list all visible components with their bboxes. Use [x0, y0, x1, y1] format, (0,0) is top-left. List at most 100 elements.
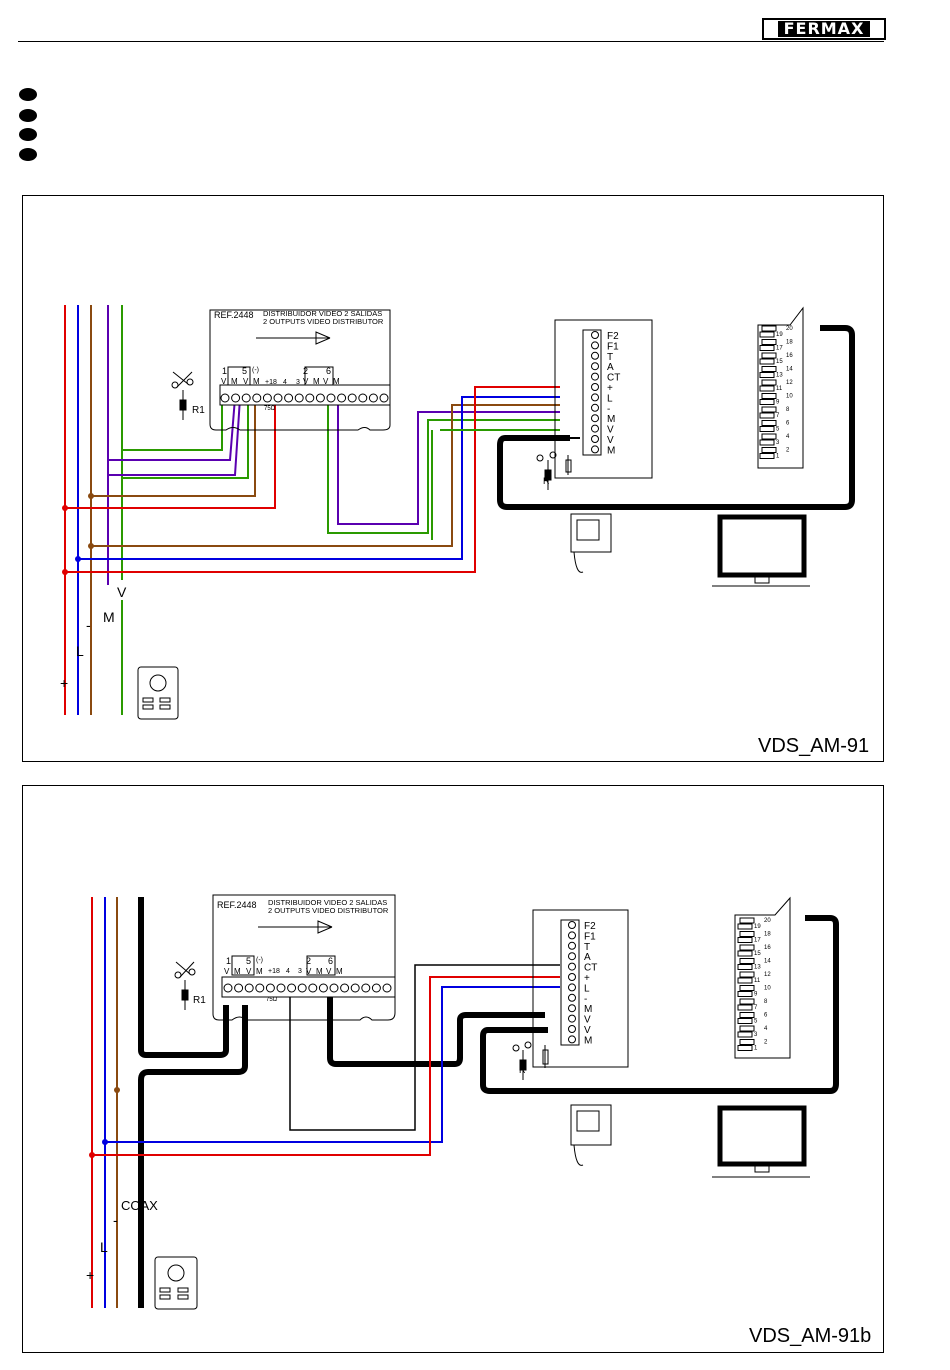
scart-pin	[739, 985, 755, 991]
monitor-terminal-label: +	[607, 383, 613, 394]
bullet-2	[19, 109, 37, 122]
riser-labels-1: V M - L +	[60, 584, 127, 691]
dist-2-title-es: DISTRIBUIDOR VIDEO 2 SALIDAS	[268, 898, 387, 907]
scart-pin-label: 12	[764, 972, 771, 978]
riser-label-l: L	[76, 643, 84, 659]
scart-pin-label: 7	[754, 1005, 758, 1011]
scart-pin-label: 15	[754, 951, 761, 957]
scart-pin	[737, 977, 753, 984]
scart-pin-label: 11	[776, 386, 783, 392]
dist-2-t3: 3	[298, 968, 302, 975]
distributor-1	[209, 309, 391, 431]
scart-pin-label: 18	[764, 932, 771, 938]
riser-label-plus: +	[60, 675, 68, 691]
dist-1-out6: 6	[326, 366, 331, 376]
terminal-label-m: M	[253, 377, 260, 386]
terminal-label-v: V	[303, 377, 309, 386]
monitor-terminal-screw	[591, 403, 599, 412]
scart-pin	[761, 379, 777, 386]
monitor-terminal-label: F1	[607, 341, 619, 352]
scart-pin	[759, 331, 775, 338]
terminal-screw	[368, 393, 378, 403]
scart-pin	[759, 345, 775, 351]
terminal-screw	[340, 983, 350, 993]
riser-label-m: M	[103, 609, 115, 625]
terminal-screw	[265, 983, 275, 993]
diagram-panel-2	[22, 785, 884, 1353]
scart-pin	[739, 958, 755, 964]
dist-1-ohm: 75Ω	[264, 406, 276, 412]
scart-pin-label: 7	[776, 413, 780, 419]
scart-pin	[759, 358, 775, 365]
monitor-connector-1	[554, 319, 653, 479]
monitor-terminal-label: CT	[584, 963, 597, 974]
dist-2-out2: 2	[306, 956, 311, 966]
terminal-label-v: V	[323, 377, 329, 386]
terminal-screw	[273, 393, 283, 403]
scart-pin	[739, 1025, 755, 1032]
distributor-1-screws	[220, 393, 389, 403]
scart-pin	[739, 971, 755, 978]
scart-pin-label: 9	[776, 400, 780, 406]
monitor-terminal-label: F2	[607, 331, 619, 342]
monitor-terminal-label: -	[607, 404, 610, 415]
terminal-screw	[284, 393, 294, 403]
resistor-2-label: R1	[193, 995, 206, 1006]
monitor-terminal-label: L	[584, 983, 590, 994]
monitor-terminal-screw	[591, 383, 599, 391]
monitor-terminal-screw	[568, 973, 576, 981]
dist-1-out5: 5	[242, 366, 247, 376]
dist-1-ref: REF.2448	[214, 310, 254, 320]
scart-pin-label: 5	[776, 427, 780, 433]
header-rule	[18, 41, 884, 42]
tv-icon-1	[712, 514, 810, 587]
resistor-r2-label: R	[519, 1065, 526, 1075]
monitor-terminal-screw	[568, 941, 576, 950]
scart-pin	[739, 1039, 755, 1045]
terminal-screw	[371, 983, 381, 993]
scart-pin-label: 3	[776, 440, 780, 446]
dist-2-p18: +18	[268, 968, 280, 975]
monitor-terminal-label: M	[607, 445, 615, 456]
dist-1-title-es: DISTRIBUIDOR VIDEO 2 SALIDAS	[263, 309, 382, 318]
scart-pin	[737, 1031, 753, 1038]
scart-pin-label: 2	[786, 448, 790, 454]
diagram-1	[62, 305, 855, 715]
scart-pin-label: 17	[776, 346, 783, 352]
terminal-screw	[318, 983, 328, 993]
terminal-label-v: V	[224, 967, 230, 976]
resistor-1-icon	[171, 371, 194, 420]
terminal-label-v: V	[326, 967, 332, 976]
terminal-label-m: M	[313, 377, 320, 386]
monitor-terminal-label: CT	[607, 373, 620, 384]
monitor-terminal-screw	[568, 1014, 576, 1023]
riser-label-minus: -	[86, 617, 91, 633]
monitor-terminal-screw	[591, 362, 599, 371]
scart-pin-label: 14	[764, 959, 771, 965]
scart-pin-label: 8	[764, 999, 768, 1005]
scart-pin	[761, 325, 777, 332]
monitor-terminal-label: V	[607, 425, 614, 436]
riser-labels-2: COAX - L +	[86, 1198, 158, 1283]
terminal-screw	[244, 983, 254, 993]
terminal-label-v: V	[246, 967, 252, 976]
monitor-terminal-screw	[568, 931, 576, 940]
scart-pin-label: 15	[776, 359, 783, 365]
scart-pin-label: 17	[754, 938, 761, 944]
diagram-1-id: VDS_AM-91	[758, 735, 869, 757]
terminal-label-m: M	[234, 967, 241, 976]
scart-pin	[737, 1045, 753, 1051]
diagram-2	[89, 897, 839, 1308]
riser-label-plus-2: +	[86, 1267, 94, 1283]
monitor-terminal-screw	[568, 962, 576, 971]
monitor-terminal-screw	[591, 435, 599, 443]
monitor-terminal-screw	[591, 351, 599, 360]
monitor-terminal-label: T	[607, 352, 613, 363]
door-panel-icon-2	[154, 1256, 198, 1310]
scart-pin	[739, 917, 755, 924]
monitor-terminal-label: L	[607, 393, 613, 404]
riser-label-coax: COAX	[121, 1198, 158, 1213]
terminal-screw	[241, 393, 251, 403]
